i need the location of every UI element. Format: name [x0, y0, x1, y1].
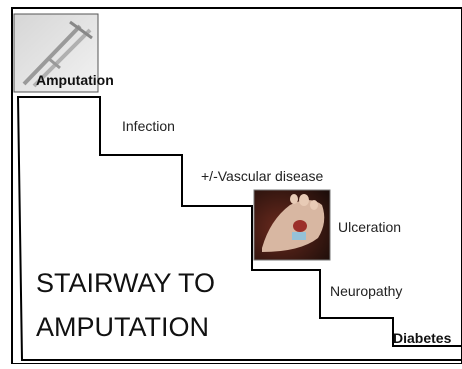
foot-ulcer-photo [254, 190, 330, 260]
step-label-neuropathy: Neuropathy [330, 283, 402, 299]
step-label-vascular-disease: +/-Vascular disease [201, 168, 324, 184]
step-label-ulceration: Ulceration [338, 219, 401, 235]
step-label-diabetes: Diabetes [393, 330, 452, 346]
headline-line-1: STAIRWAY TO [36, 268, 215, 298]
step-label-infection: Infection [122, 118, 175, 134]
headline-line-2: AMPUTATION [36, 312, 209, 342]
step-label-amputation: Amputation [36, 72, 114, 88]
